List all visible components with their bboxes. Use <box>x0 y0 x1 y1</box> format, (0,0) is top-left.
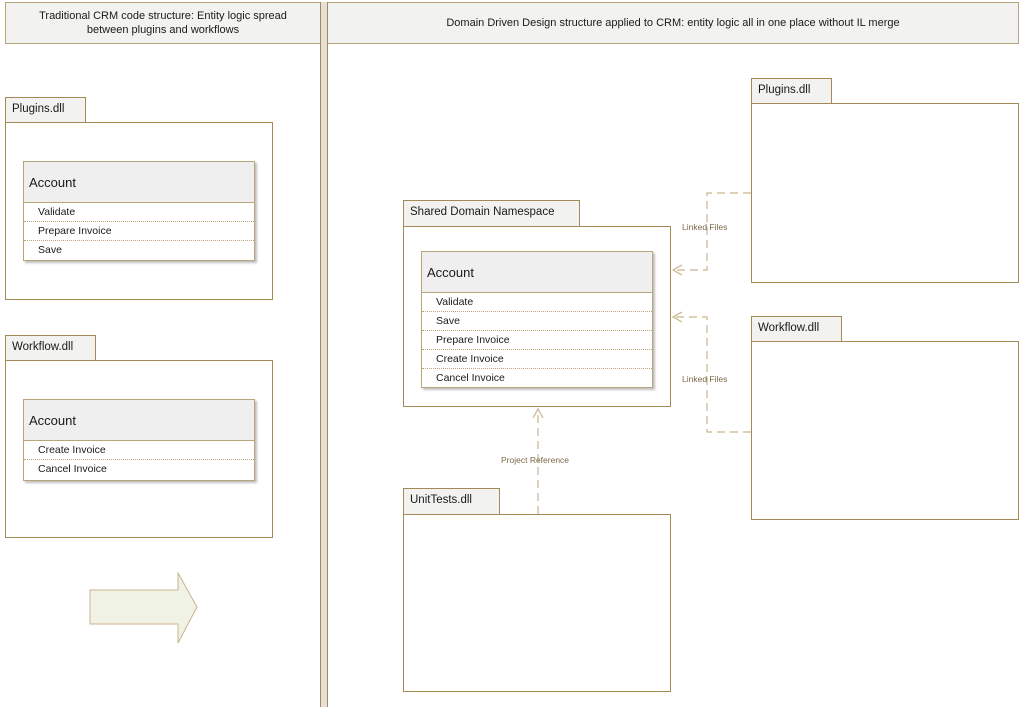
left-workflow-tab: Workflow.dll <box>5 335 96 361</box>
left-workflow-label: Workflow.dll <box>12 341 74 353</box>
shared-namespace-tab: Shared Domain Namespace <box>403 200 580 227</box>
right-header: Domain Driven Design structure applied t… <box>327 2 1019 44</box>
left-header-text: Traditional CRM code structure: Entity l… <box>39 10 287 36</box>
left-workflow-account-class: Account Create Invoice Cancel Invoice <box>23 399 255 481</box>
method-row: Prepare Invoice <box>422 331 652 350</box>
section-divider <box>320 2 328 707</box>
method-row: Create Invoice <box>24 441 254 460</box>
right-workflow-package <box>751 341 1019 520</box>
left-plugins-account-class: Account Validate Prepare Invoice Save <box>23 161 255 261</box>
unittests-package <box>403 514 671 692</box>
unittests-tab: UnitTests.dll <box>403 488 500 515</box>
linked-files-connector-workflow <box>676 316 751 433</box>
linked-files-label-1: Linked Files <box>682 222 728 232</box>
left-plugins-label: Plugins.dll <box>12 103 65 115</box>
method-row: Validate <box>422 293 652 312</box>
method-row: Prepare Invoice <box>24 222 254 241</box>
class-header: Account <box>422 252 652 293</box>
method-row: Validate <box>24 203 254 222</box>
right-workflow-tab: Workflow.dll <box>751 316 842 342</box>
unittests-label: UnitTests.dll <box>410 494 472 506</box>
right-workflow-label: Workflow.dll <box>758 322 820 334</box>
right-header-text: Domain Driven Design structure applied t… <box>446 17 900 29</box>
right-plugins-label: Plugins.dll <box>758 84 811 96</box>
arrowhead-icon <box>671 311 683 323</box>
project-reference-label: Project Reference <box>501 455 570 465</box>
arrowhead-icon <box>671 264 683 276</box>
class-header: Account <box>24 400 254 441</box>
method-row: Create Invoice <box>422 350 652 369</box>
method-row: Cancel Invoice <box>38 463 107 475</box>
class-name: Account <box>29 412 76 428</box>
right-plugins-tab: Plugins.dll <box>751 78 832 104</box>
block-arrow-icon <box>89 571 198 644</box>
class-header: Account <box>24 162 254 203</box>
shared-namespace-label: Shared Domain Namespace <box>410 206 555 218</box>
right-plugins-package <box>751 103 1019 283</box>
left-header: Traditional CRM code structure: Entity l… <box>5 2 321 44</box>
arrowhead-icon <box>532 407 544 419</box>
shared-account-class: Account Validate Save Prepare Invoice Cr… <box>421 251 653 388</box>
class-name: Account <box>427 264 474 280</box>
linked-files-connector-plugins <box>676 192 751 271</box>
method-row: Save <box>422 312 652 331</box>
left-plugins-tab: Plugins.dll <box>5 97 86 123</box>
linked-files-label-2: Linked Files <box>682 374 728 384</box>
method-row: Save <box>38 244 62 256</box>
class-name: Account <box>29 174 76 190</box>
method-row: Cancel Invoice <box>436 372 505 384</box>
